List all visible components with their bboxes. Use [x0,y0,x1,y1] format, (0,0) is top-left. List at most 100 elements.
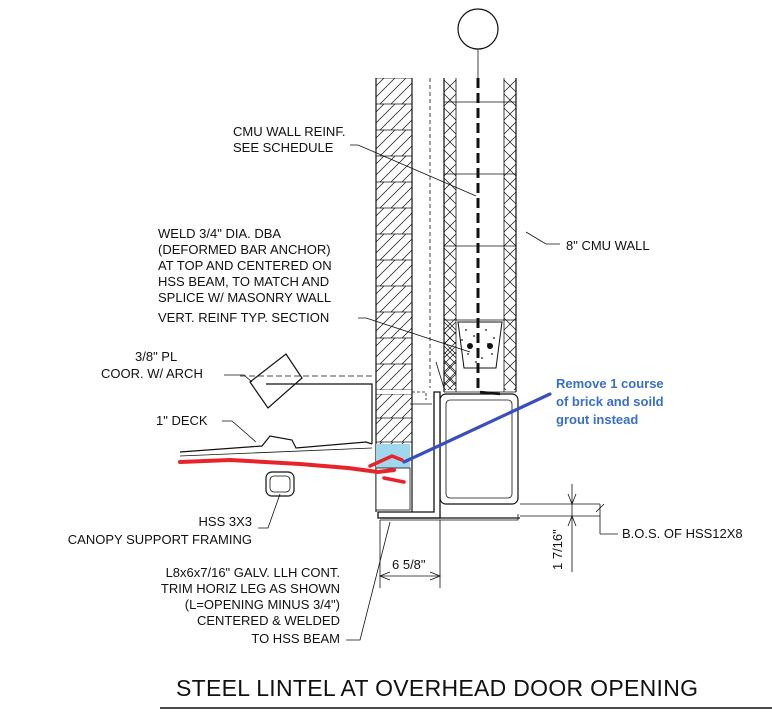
brick-hatch [336,312,362,338]
svg-text:HSS 3X3: HSS 3X3 [199,514,252,529]
cmu-hatch [444,177,457,191]
cmu-hatch [504,416,516,428]
brick-hatch [347,104,373,130]
cmu-hatch [447,381,457,390]
grout-dot [467,353,469,355]
brick-hatch [347,78,373,104]
brick-hatch [347,208,373,234]
cmu-hatch [503,205,516,219]
brick-hatch [347,234,373,260]
brick-hatch [347,286,373,312]
brick-hatch [379,103,407,131]
brick-hatch [376,129,396,150]
cmu-hatch [444,52,456,64]
cmu-hatch [503,303,516,317]
cmu-hatch [444,24,456,36]
cmu-hatch [444,219,457,233]
cmu-hatch [444,361,457,375]
brick-hatch [376,78,396,98]
svg-text:Remove 1 course: Remove 1 course [556,376,664,391]
cmu-hatch [444,78,445,79]
hss-beam [439,390,519,505]
svg-text:VERT. REINF TYP. SECTION: VERT. REINF TYP. SECTION [158,310,329,325]
cmu-hatch [503,177,516,191]
cmu-hatch [444,38,456,50]
svg-text:CMU WALL REINF.: CMU WALL REINF. [233,124,345,139]
brick-hatch [347,182,373,208]
cmu-hatch [504,0,516,8]
brick-hatch [379,233,407,261]
note-hss-3x3: HSS 3X3 CANOPY SUPPORT FRAMING [68,514,252,547]
brick-hatch [336,78,362,104]
brick-hatch [347,338,373,364]
grout-dot [475,361,477,363]
brick-hatch [336,286,362,312]
cmu-hatch [444,93,457,107]
brick-hatch [376,285,385,295]
brick-hatch [376,337,396,358]
brick-hatch [413,104,439,130]
cmu-hatch [444,149,457,163]
cmu-hatch [444,289,457,303]
brick-hatch [413,364,439,390]
brick-hatch [376,363,396,384]
cmu-hatch [503,359,516,373]
note-weld-dba: WELD 3/4" DIA. DBA (DEFORMED BAR ANCHOR)… [158,226,332,325]
brick-hatch [401,275,412,287]
cmu-hatch [444,38,456,50]
brick-hatch [336,338,362,364]
brick-hatch [336,156,362,182]
svg-text:WELD 3/4" DIA. DBA: WELD 3/4" DIA. DBA [158,226,281,241]
brick-hatch [379,155,407,183]
cmu-hatch [444,205,457,219]
brick-hatch [413,234,439,260]
cmu-hatch [444,345,457,359]
brick-hatch [379,337,407,365]
svg-text:SPLICE W/ MASONRY WALL: SPLICE W/ MASONRY WALL [158,290,331,305]
brick-hatch [376,259,396,280]
note-plate: 3/8" PL COOR. W/ ARCH [101,349,203,381]
brick-hatch [347,394,371,418]
brick-hatch [401,407,412,419]
cmu-hatch [503,331,516,345]
brick-hatch [347,418,371,442]
cmu-hatch [504,24,516,36]
svg-text:CANOPY SUPPORT FRAMING: CANOPY SUPPORT FRAMING [68,532,252,547]
brick-hatch [390,316,412,339]
cmu-hatch [444,52,456,64]
brick-hatch [390,368,412,390]
steel-angle [377,391,520,521]
cmu-hatch [504,78,505,79]
brick-hatch [336,208,362,234]
note-deck: 1" DECK [156,413,208,428]
brick-hatch [413,286,439,312]
cmu-hatch [444,371,457,385]
brick-hatch [336,394,360,418]
steel-plate [240,353,373,444]
dimension-6-5-8: 6 5/8" [378,520,442,588]
brick-hatch [376,259,385,269]
brick-hatch [390,212,412,235]
cmu-hatch [503,373,516,387]
svg-text:3/8" PL: 3/8" PL [135,349,177,364]
cmu-hatch [515,78,516,79]
dimension-1-7-16: 1 7/16" [520,484,600,572]
brick-hatch [401,119,412,131]
cmu-hatch [444,351,457,365]
brick-hatch [347,260,373,286]
brick-hatch [379,129,407,157]
cmu-hatch [444,0,456,8]
brick-hatch [390,160,412,183]
svg-text:of brick and soild: of brick and soild [556,394,664,409]
svg-text:L8x6x7/16" GALV. LLH CONT.: L8x6x7/16" GALV. LLH CONT. [166,565,340,580]
brick-hatch [376,103,396,124]
cmu-hatch [504,416,516,428]
brick-hatch [401,379,412,390]
brick-hatch [401,249,412,261]
brick-hatch [379,181,407,209]
cmu-hatch [444,0,456,8]
svg-text:(L=OPENING MINUS 3/4"): (L=OPENING MINUS 3/4") [185,597,340,612]
brick-hatch [413,260,439,286]
brick-hatch [376,155,385,165]
svg-text:B.O.S. OF HSS12X8: B.O.S. OF HSS12X8 [622,526,743,541]
